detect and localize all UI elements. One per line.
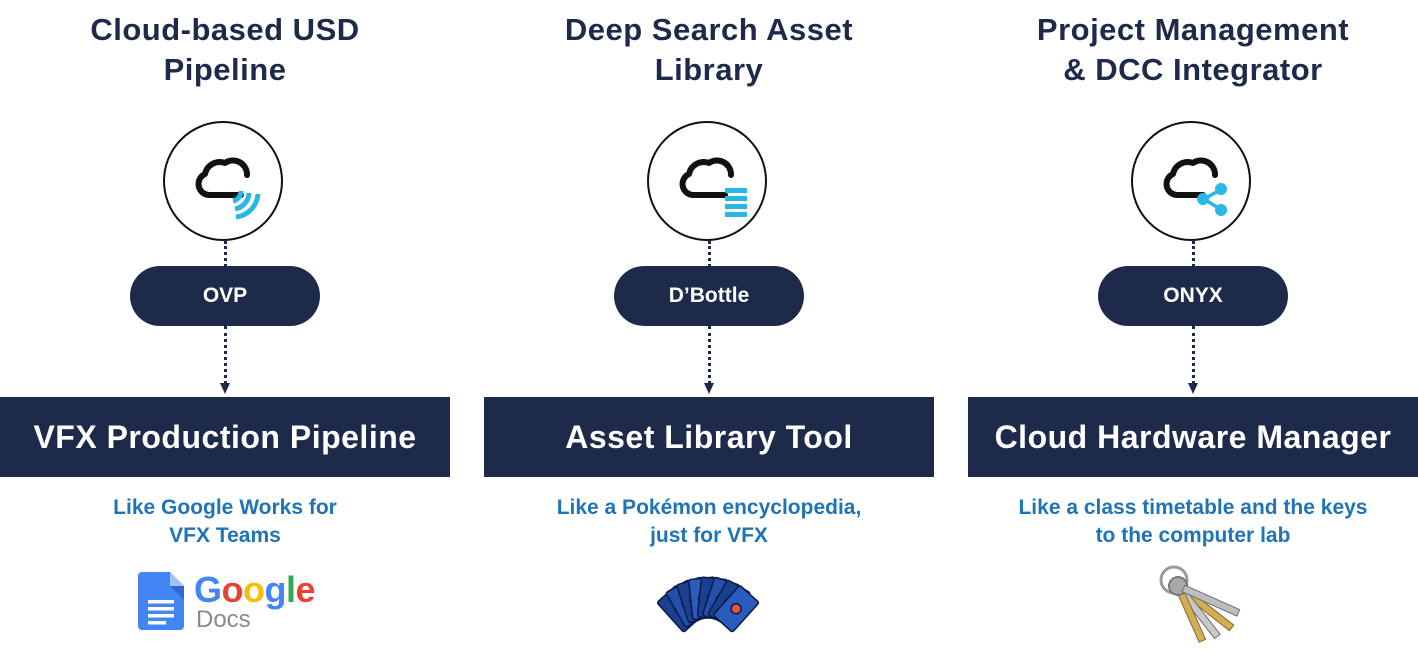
category-banner: Asset Library Tool (484, 397, 934, 477)
analogy-text: Like Google Works for VFX Teams (0, 494, 450, 550)
connector-line-top (224, 241, 227, 267)
connector-line-bottom (224, 326, 227, 384)
connector-line-top (708, 241, 711, 267)
keys-image (1159, 565, 1241, 643)
google-docs-logo: Google Docs (138, 570, 318, 636)
connector-line-top (1192, 241, 1195, 267)
column-heading: Cloud-based USD Pipeline (0, 10, 450, 90)
arrow-down-icon (220, 383, 230, 394)
connector-line-bottom (708, 326, 711, 384)
analogy-text: Like a class timetable and the keys to t… (968, 494, 1418, 550)
column-heading: Project Management & DCC Integrator (968, 10, 1418, 90)
icon-circle (647, 121, 767, 241)
column-dbottle: Deep Search Asset Library D’Bottle Asset… (484, 0, 934, 671)
column-ovp: Cloud-based USD Pipeline OVP VFX Product… (0, 0, 450, 671)
icon-circle (163, 121, 283, 241)
product-pill: OVP (130, 266, 320, 326)
heading-line-1: Project Management (1036, 12, 1350, 47)
arrow-down-icon (704, 383, 714, 394)
product-pill: ONYX (1098, 266, 1288, 326)
analogy-line-1: Like Google Works for (113, 496, 337, 519)
analogy-line-1: Like a class timetable and the keys (1018, 496, 1368, 519)
icon-circle (1131, 121, 1251, 241)
cloud-wifi-icon (195, 157, 261, 220)
analogy-line-1: Like a Pokémon encyclopedia, (556, 496, 862, 519)
cloud-database-icon (679, 157, 747, 217)
google-docs-icon (138, 572, 184, 630)
heading-line-2: Pipeline (163, 52, 287, 87)
heading-line-2: & DCC Integrator (1063, 52, 1323, 87)
column-heading: Deep Search Asset Library (484, 10, 934, 90)
cloud-share-icon (1163, 157, 1227, 216)
category-banner: Cloud Hardware Manager (968, 397, 1418, 477)
docs-label: Docs (196, 606, 251, 633)
heading-line-2: Library (654, 52, 764, 87)
heading-line-1: Cloud-based USD (90, 12, 360, 47)
arrow-down-icon (1188, 383, 1198, 394)
column-onyx: Project Management & DCC Integrator ONYX… (968, 0, 1418, 671)
analogy-line-2: VFX Teams (169, 524, 281, 547)
analogy-text: Like a Pokémon encyclopedia, just for VF… (484, 494, 934, 550)
category-banner: VFX Production Pipeline (0, 397, 450, 477)
analogy-line-2: just for VFX (650, 524, 768, 547)
product-pill: D’Bottle (614, 266, 804, 326)
google-wordmark: Google (194, 569, 316, 610)
analogy-line-2: to the computer lab (1095, 524, 1291, 547)
pokemon-cards-image (656, 576, 760, 633)
heading-line-1: Deep Search Asset (564, 12, 854, 47)
connector-line-bottom (1192, 326, 1195, 384)
